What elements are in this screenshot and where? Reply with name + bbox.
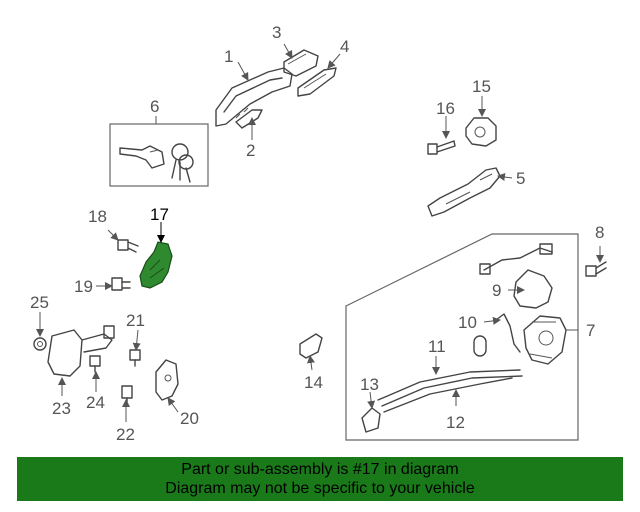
nut-part-25[interactable]: [33, 337, 47, 351]
callout-10[interactable]: 10: [458, 313, 477, 332]
callout-labels: 1 2 3 4 5 6 7 8 9 10 11 12 13 14 15 16 1…: [30, 23, 604, 444]
bezel-part-14[interactable]: [299, 333, 323, 359]
callout-25[interactable]: 25: [30, 293, 49, 312]
callout-18[interactable]: 18: [88, 207, 107, 226]
callout-20[interactable]: 20: [180, 409, 199, 428]
leader-lines: [36, 43, 604, 422]
callout-2[interactable]: 2: [246, 141, 255, 160]
callout-23[interactable]: 23: [52, 399, 71, 418]
bracket-part-15[interactable]: [465, 117, 497, 147]
callout-3[interactable]: 3: [272, 23, 281, 42]
hinge-part-23[interactable]: [47, 325, 115, 377]
cable-part-11[interactable]: [377, 369, 523, 407]
connector-part-9[interactable]: [479, 243, 553, 309]
callout-19[interactable]: 19: [74, 277, 93, 296]
bolt-part-18[interactable]: [117, 239, 139, 253]
banner-line-disclaimer: Diagram may not be specific to your vehi…: [165, 480, 475, 497]
bolt-part-19[interactable]: [111, 277, 131, 291]
callout-1[interactable]: 1: [224, 47, 233, 66]
callout-7[interactable]: 7: [586, 321, 595, 340]
callout-4[interactable]: 4: [340, 37, 349, 56]
callout-17[interactable]: 17: [150, 205, 169, 224]
callout-11[interactable]: 11: [428, 337, 446, 356]
clip-part-13[interactable]: [361, 407, 381, 433]
callout-22[interactable]: 22: [116, 425, 135, 444]
grommet[interactable]: [473, 335, 487, 357]
rod-part-10[interactable]: [495, 313, 521, 353]
callout-14[interactable]: 14: [304, 373, 323, 392]
parts-diagram: 1 2 3 4 5 6 7 8 9 10 11 12 13 14 15 16 1…: [30, 23, 607, 444]
callout-15[interactable]: 15: [472, 77, 491, 96]
banner-line-part: Part or sub-assembly is #17 in diagram: [181, 461, 459, 478]
callout-21[interactable]: 21: [126, 311, 145, 330]
highlighted-part-17[interactable]: [139, 241, 173, 289]
door-panel-outline: [345, 233, 579, 441]
callout-6[interactable]: 6: [150, 97, 159, 116]
bolt-part-8[interactable]: [585, 261, 607, 277]
info-banner: Part or sub-assembly is #17 in diagram D…: [17, 457, 623, 501]
bracket-part-20[interactable]: [155, 359, 179, 401]
bolt-part-24[interactable]: [89, 355, 101, 373]
callout-9[interactable]: 9: [492, 281, 501, 300]
callout-12[interactable]: 12: [446, 413, 465, 432]
bolt-part-21[interactable]: [129, 349, 141, 367]
inner-handle-part-5[interactable]: [427, 167, 501, 217]
callout-13[interactable]: 13: [360, 375, 379, 394]
handle-cover-part-2[interactable]: [235, 109, 263, 129]
callout-16[interactable]: 16: [436, 99, 455, 118]
outer-handle-part-1[interactable]: [215, 67, 293, 127]
callout-24[interactable]: 24: [86, 393, 105, 412]
handle-cap-part-3[interactable]: [283, 49, 319, 77]
callout-8[interactable]: 8: [595, 223, 604, 242]
bolt-part-22[interactable]: [121, 385, 133, 407]
bolt-part-16[interactable]: [427, 140, 456, 155]
latch-part-7[interactable]: [523, 315, 567, 365]
escutcheon-part-4[interactable]: [297, 67, 337, 97]
lock-cylinder-set-part-6[interactable]: [109, 123, 209, 187]
callout-5[interactable]: 5: [516, 169, 525, 188]
